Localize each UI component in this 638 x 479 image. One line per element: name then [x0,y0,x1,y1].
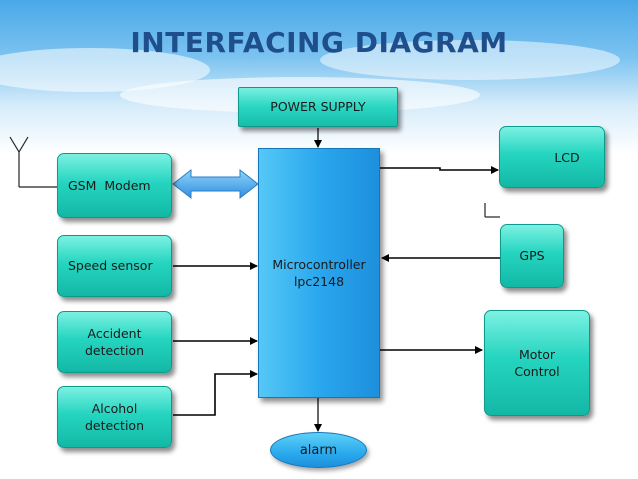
speed-sensor-label: Speed sensor [68,258,153,274]
arrow-mcu-to-lcd [380,166,499,174]
motor-control-block: Motor Control [484,310,590,416]
gsm-modem-label: GSM Modem [68,177,151,193]
accident-detection-label-line2: detection [84,343,145,358]
gps-antenna-icon [484,203,500,218]
power-supply-block: POWER SUPPLY [238,87,398,127]
antenna-icon [9,136,57,188]
alarm-label: alarm [299,442,338,458]
diagram-title: INTERFACING DIAGRAM [130,26,508,59]
microcontroller-label-line1: Microcontroller [272,256,366,272]
lcd-label: LCD [554,150,580,165]
gps-label: GPS [519,248,545,263]
gps-block: GPS [500,224,564,288]
motor-control-label-line2: Control [514,364,560,379]
alarm-block: alarm [270,432,367,468]
power-supply-label: POWER SUPPLY [270,99,366,115]
accident-detection-block: Accident detection [57,311,172,373]
lcd-block: LCD [499,126,605,188]
alcohol-detection-label-line2: detection [84,418,145,433]
alcohol-detection-label-line1: Alcohol [91,400,138,416]
gsm-modem-block: GSM Modem [57,153,172,218]
motor-control-label-line1: Motor [518,346,556,362]
microcontroller-label-line2: lpc2148 [293,274,345,289]
accident-detection-label-line1: Accident [87,325,142,341]
alcohol-detection-block: Alcohol detection [57,386,172,448]
double-arrow-icon [172,168,259,200]
speed-sensor-block: Speed sensor [57,235,172,297]
microcontroller-block: Microcontroller lpc2148 [258,148,380,398]
arrow-alcohol-to-mcu [173,370,258,416]
